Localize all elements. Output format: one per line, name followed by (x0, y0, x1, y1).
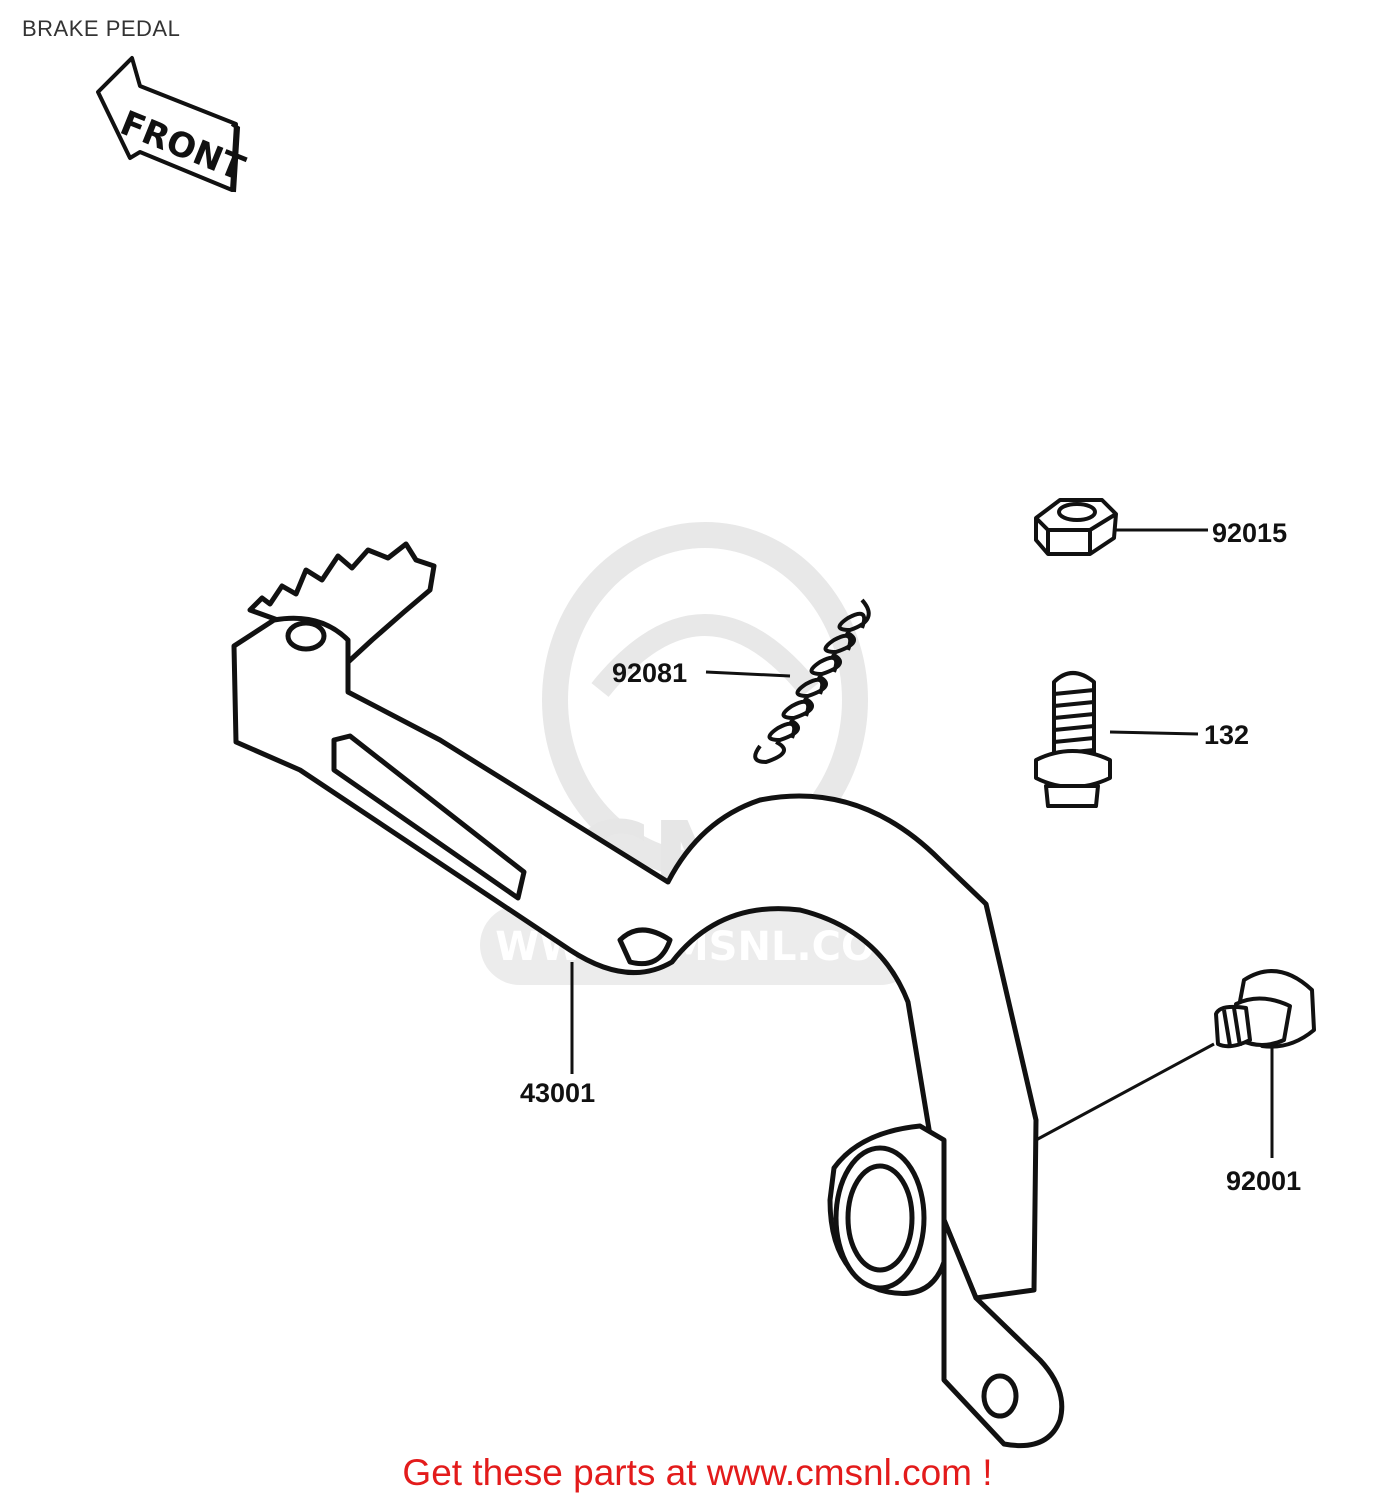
bolt-132 (1034, 671, 1112, 808)
front-arrow-icon: FRONT (96, 56, 251, 193)
spring-92081 (753, 598, 871, 765)
bolt-92001 (1214, 969, 1316, 1049)
brake-pedal-43001 (231, 541, 1065, 1449)
part-label-43001: 43001 (520, 1078, 595, 1108)
part-label-92001: 92001 (1226, 1166, 1301, 1196)
leader-lines (570, 528, 1274, 1158)
part-labels: 92015 92081 132 43001 92001 (520, 518, 1301, 1196)
part-label-132: 132 (1204, 720, 1249, 750)
part-label-92081: 92081 (612, 658, 687, 688)
page-title: BRAKE PEDAL (22, 16, 181, 41)
nut-92015 (1034, 498, 1118, 556)
part-label-92015: 92015 (1212, 518, 1287, 548)
get-parts-link[interactable]: Get these parts at www.cmsnl.com ! (402, 1452, 993, 1493)
